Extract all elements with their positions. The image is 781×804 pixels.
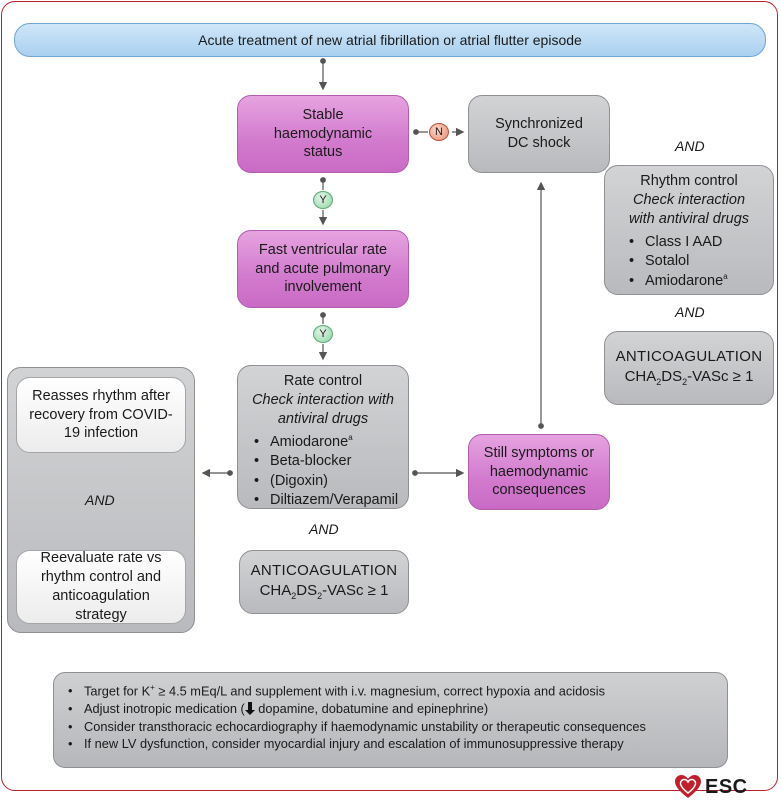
reevaluate-box: Reevaluate rate vs rhythm control and an… [16,550,186,624]
notes-item: Consider transthoracic echocardiography … [66,718,715,736]
anticoag-title: ANTICOAGULATION [615,348,763,366]
header-title-box: Acute treatment of new atrial fibrillati… [14,23,766,57]
anticoag-box-center: ANTICOAGULATION CHA2DS2-VASc ≥ 1 [239,550,409,614]
anticoag-score: CHA2DS2-VASc ≥ 1 [259,581,389,601]
left-and-label: AND [85,492,115,508]
reassess-label: Reasses rhythm after recovery from COVID… [29,387,173,442]
dc-shock-box: Synchronized DC shock [468,95,610,173]
down-arrow-icon [244,701,255,715]
fast-ventricular-label: Fast ventricular rate and acute pulmonar… [255,241,391,296]
yes-badge: Y [313,325,333,343]
rhythm-control-item: Sotalol [627,252,728,272]
no-badge-label: N [435,126,443,138]
anticoag-title: ANTICOAGULATION [250,562,398,580]
rhythm-control-item: Class I AAD [627,233,728,253]
stable-haemodynamic-box: Stable haemodynamic status [237,95,409,173]
rate-control-item: Diltiazem/Verapamil [252,491,398,511]
anticoag-box-right: ANTICOAGULATION CHA2DS2-VASc ≥ 1 [604,331,774,405]
and-label: AND [309,521,339,537]
notes-item: If new LV dysfunction, consider myocardi… [66,735,715,753]
still-symptoms-label: Still symptoms or haemodynamic consequen… [483,444,595,499]
reevaluate-label: Reevaluate rate vs rhythm control and an… [40,550,162,623]
esc-logo-text: ESC [705,775,748,798]
header-title: Acute treatment of new atrial fibrillati… [198,31,582,48]
yes-badge-label: Y [319,328,327,340]
rate-control-box: Rate control Check interaction with anti… [237,365,409,511]
rate-control-item: Amiodaronea [252,433,398,453]
outer-frame [1,1,778,791]
rhythm-control-box: Rhythm control Check interaction with an… [604,165,774,295]
rate-control-item: Beta-blocker [252,452,398,472]
reassess-box: Reasses rhythm after recovery from COVID… [16,377,186,453]
notes-item: Target for K+ ≥ 4.5 mEq/L and supplement… [66,682,715,700]
rate-control-list: Amiodaronea Beta-blocker (Digoxin) Dilti… [252,433,398,511]
and-label: AND [675,138,705,154]
still-symptoms-box: Still symptoms or haemodynamic consequen… [468,434,610,510]
rate-control-title: Rate control [283,373,363,389]
notes-item: Adjust inotropic medication ( dopamine, … [66,700,715,718]
no-badge: N [429,123,449,141]
heart-icon [675,775,701,798]
notes-list: Target for K+ ≥ 4.5 mEq/L and supplement… [66,682,715,753]
stable-haemodynamic-label: Stable haemodynamic status [273,106,373,161]
notes-box: Target for K+ ≥ 4.5 mEq/L and supplement… [53,672,728,768]
dc-shock-label: Synchronized DC shock [495,116,583,151]
fast-ventricular-box: Fast ventricular rate and acute pulmonar… [237,230,409,308]
esc-logo: ESC [675,775,748,799]
anticoag-score: CHA2DS2-VASc ≥ 1 [624,367,754,387]
rate-control-item: (Digoxin) [252,472,398,492]
and-label: AND [675,304,705,320]
yes-badge-label: Y [319,194,327,206]
rhythm-control-title: Rhythm control [640,173,738,189]
yes-badge: Y [313,191,333,209]
rhythm-control-item: Amiodaronea [627,272,728,292]
rate-control-subtitle: Check interaction with antiviral drugs [252,391,394,427]
rhythm-control-subtitle: Check interaction with antiviral drugs [628,191,750,227]
rhythm-control-list: Class I AAD Sotalol Amiodaronea [627,233,728,292]
